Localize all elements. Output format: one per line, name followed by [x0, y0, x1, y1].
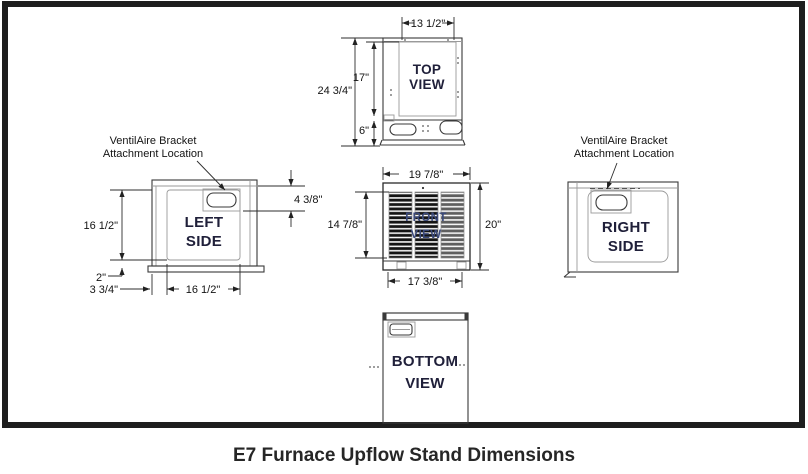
svg-text:24 3/4": 24 3/4": [318, 85, 353, 97]
dim-left-base-height: 2": [96, 268, 122, 284]
front-view: FRONT VIEW 19 7/8" 14 7/8" 20": [328, 167, 501, 288]
bottom-slot: [389, 323, 413, 336]
dim-left-panel-width: 16 1/2": [167, 264, 241, 296]
right-side-foot: [563, 271, 576, 278]
right-side-outline: [567, 181, 679, 273]
bottom-rail-cap-left: [383, 313, 387, 320]
right-bracket-slot: [595, 194, 628, 211]
top-view: TOP VIEW 13 1/2" 24 3/4" 17" 6": [318, 17, 466, 147]
oval-cutout-right: [439, 120, 463, 135]
top-view-label-line1: TOP: [413, 62, 441, 77]
right-side-label-line1: RIGHT: [602, 219, 650, 236]
svg-text:16 1/2": 16 1/2": [84, 220, 119, 232]
dim-left-front-offset: 3 3/4": [90, 264, 168, 296]
left-side-inner-panel: [166, 189, 241, 261]
top-view-label-line2: VIEW: [409, 77, 445, 92]
svg-text:2": 2": [96, 272, 106, 284]
top-view-fastener-dots: [390, 39, 459, 132]
left-note-line1: VentilAire Bracket: [110, 135, 197, 147]
dim-front-base-width: 17 3/8": [387, 272, 463, 288]
top-view-inner-panel: [398, 41, 457, 117]
left-side-view: LEFT SIDE VentilAire Bracket Attachment …: [84, 135, 323, 296]
left-side-base-rail: [147, 265, 265, 273]
left-ventilaire-note: VentilAire Bracket Attachment Location: [103, 135, 226, 191]
right-bracket-plate: [590, 189, 632, 214]
dim-front-overall-height: 20": [471, 182, 501, 271]
dim-front-louver-height: 14 7/8": [328, 191, 389, 259]
right-side-label-line2: SIDE: [608, 238, 644, 255]
front-view-outline: [382, 182, 471, 271]
bottom-view: BOTTOM VIEW: [369, 312, 469, 424]
dim-front-overall-width: 19 7/8": [382, 167, 471, 181]
right-note-line1: VentilAire Bracket: [581, 135, 668, 147]
svg-text:17": 17": [353, 72, 369, 84]
right-ventilaire-note: VentilAire Bracket Attachment Location: [574, 135, 674, 190]
front-top-dot: [421, 186, 425, 190]
left-note-line2: Attachment Location: [103, 148, 203, 160]
front-foot-left: [396, 261, 407, 270]
louver-column-center: [414, 191, 439, 259]
front-foot-right: [456, 261, 467, 270]
front-view-label-line1: FRONT: [405, 212, 447, 224]
left-note-arrow: [196, 160, 226, 191]
bottom-rail-cap-right: [464, 313, 468, 320]
svg-text:16 1/2": 16 1/2": [186, 284, 221, 296]
right-side-inner-panel: [587, 190, 669, 263]
left-side-label-line2: SIDE: [186, 233, 222, 250]
right-note-arrow: [606, 162, 618, 190]
top-view-notch: [383, 114, 395, 122]
dim-top-inner-height: 17": [353, 41, 399, 116]
left-side-label-line1: LEFT: [185, 214, 224, 231]
front-view-label-line2: VIEW: [411, 229, 442, 241]
diagram-title: E7 Furnace Upflow Stand Dimensions: [233, 445, 575, 466]
oval-cutout-left: [389, 123, 417, 136]
dim-left-bracket-drop: 4 3/8": [243, 170, 322, 227]
bottom-top-rail: [382, 312, 469, 321]
top-view-outline: [382, 37, 463, 141]
bottom-view-label-line2: VIEW: [405, 375, 445, 392]
svg-text:6": 6": [359, 125, 369, 137]
svg-text:14 7/8": 14 7/8": [328, 219, 363, 231]
svg-text:3 3/4": 3 3/4": [90, 284, 118, 296]
svg-text:19 7/8": 19 7/8": [409, 169, 444, 181]
svg-text:20": 20": [485, 219, 501, 231]
dim-top-base-height: 6": [359, 121, 377, 146]
top-view-base-flange: [379, 139, 466, 146]
bottom-slot-plate: [387, 321, 416, 338]
dim-left-panel-height: 16 1/2": [84, 189, 167, 261]
svg-text:17 3/8": 17 3/8": [408, 276, 443, 288]
left-bracket-plate: [202, 188, 241, 212]
diagram-frame: [2, 1, 805, 428]
right-note-line2: Attachment Location: [574, 148, 674, 160]
dim-top-inner-width: 13 1/2": [401, 17, 455, 40]
svg-text:4 3/8": 4 3/8": [294, 194, 322, 206]
louver-column-right: [440, 191, 465, 259]
right-side-view: RIGHT SIDE VentilAire Bracket Attachment…: [563, 135, 679, 278]
dim-top-overall-height: 24 3/4": [318, 37, 383, 147]
bottom-view-label-line1: BOTTOM: [392, 353, 459, 370]
left-bracket-slot: [206, 192, 237, 208]
louver-column-left: [388, 191, 413, 259]
bottom-view-dots: [369, 364, 465, 368]
svg-text:13 1/2": 13 1/2": [411, 18, 446, 30]
